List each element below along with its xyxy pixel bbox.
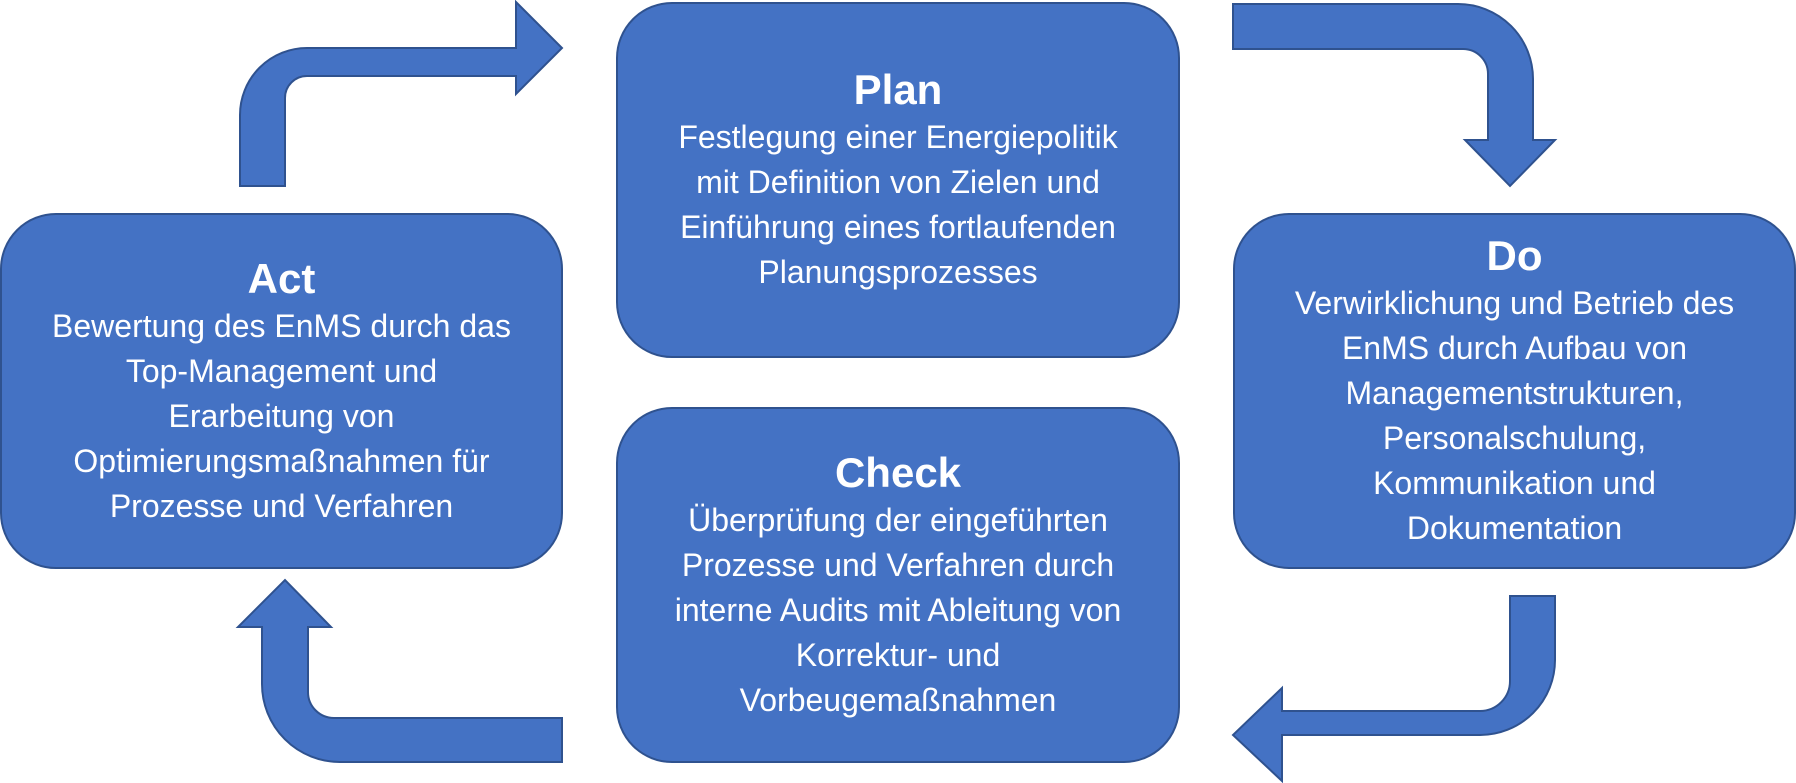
check-title: Check bbox=[834, 448, 962, 496]
act-box: Act Bewertung des EnMS durch das Top-Man… bbox=[0, 213, 563, 569]
arrow-act-to-plan bbox=[239, 0, 564, 187]
act-line: Top-Management und bbox=[125, 352, 438, 389]
act-description: Bewertung des EnMS durch das Top-Managem… bbox=[22, 304, 541, 529]
check-line: Prozesse und Verfahren durch bbox=[681, 546, 1115, 583]
plan-line: Festlegung einer Energiepolitik bbox=[678, 119, 1118, 155]
check-line: Vorbeugemaßnahmen bbox=[739, 681, 1057, 718]
act-line: Erarbeitung von bbox=[168, 397, 395, 434]
plan-description: Festlegung einer Energiepolitik mit Defi… bbox=[658, 115, 1137, 295]
plan-line: mit Definition von Zielen und bbox=[696, 164, 1100, 200]
plan-line: Einführung eines fortlaufenden bbox=[680, 209, 1116, 245]
arrow-plan-to-do bbox=[1232, 3, 1558, 188]
do-description: Verwirklichung und Betrieb des EnMS durc… bbox=[1265, 281, 1764, 551]
do-title: Do bbox=[1486, 232, 1543, 279]
do-box: Do Verwirklichung und Betrieb des EnMS d… bbox=[1233, 213, 1796, 569]
do-line: Kommunikation und bbox=[1373, 465, 1656, 501]
act-line: Prozesse und Verfahren bbox=[109, 487, 454, 524]
check-description: Überprüfung der eingeführten Prozesse un… bbox=[655, 498, 1142, 723]
do-line: Dokumentation bbox=[1406, 510, 1623, 546]
do-line: Personalschulung, bbox=[1382, 420, 1647, 456]
plan-line: Planungsprozesses bbox=[758, 254, 1038, 290]
check-box: Check Überprüfung der eingeführten Proze… bbox=[616, 407, 1180, 763]
plan-box: Plan Festlegung einer Energiepolitik mit… bbox=[616, 2, 1180, 358]
check-line: Überprüfung der eingeführten bbox=[688, 501, 1108, 538]
arrow-check-to-act bbox=[235, 578, 563, 763]
do-line: Managementstrukturen, bbox=[1345, 375, 1684, 411]
arrow-do-to-check bbox=[1231, 595, 1556, 783]
plan-title: Plan bbox=[853, 66, 943, 113]
do-line: EnMS durch Aufbau von bbox=[1341, 330, 1688, 366]
act-line: Bewertung des EnMS durch das bbox=[52, 307, 511, 344]
act-title: Act bbox=[247, 254, 316, 302]
check-line: Korrektur- und bbox=[795, 636, 1001, 673]
check-line: interne Audits mit Ableitung von bbox=[674, 591, 1122, 628]
do-line: Verwirklichung und Betrieb des bbox=[1294, 285, 1735, 321]
act-line: Optimierungsmaßnahmen für bbox=[73, 442, 490, 479]
